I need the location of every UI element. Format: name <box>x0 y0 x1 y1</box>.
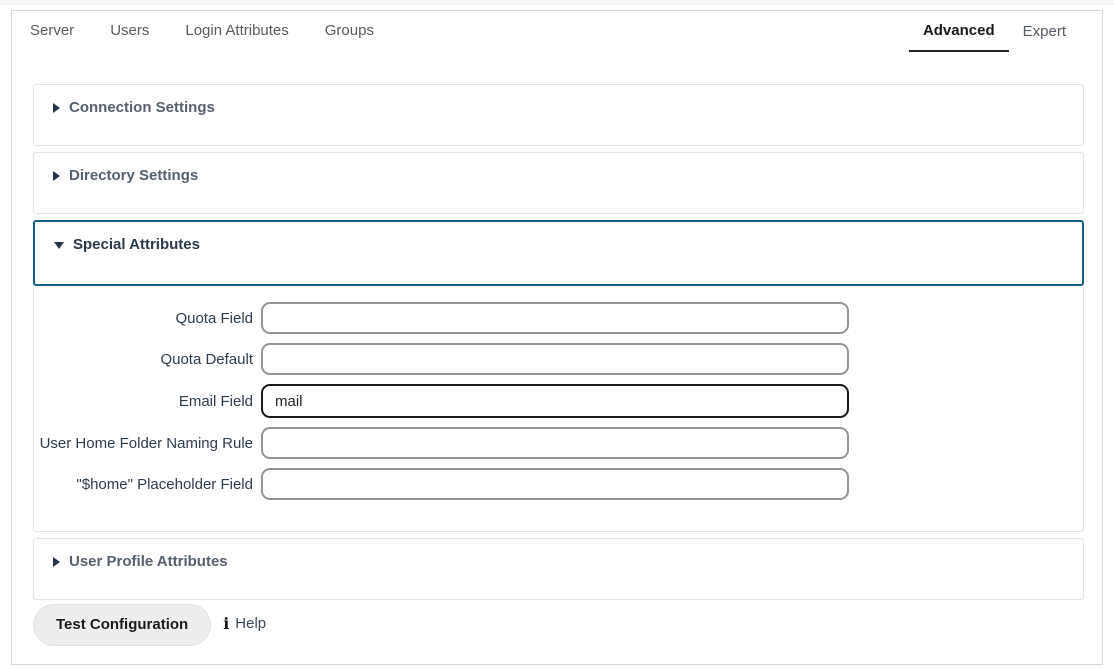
label-home-placeholder-field: "$home" Placeholder Field <box>76 475 253 493</box>
label-user-home-folder-naming-rule: User Home Folder Naming Rule <box>39 434 253 452</box>
mode-tabs: Advanced Expert <box>908 11 1080 52</box>
footer-actions: Test Configuration i Help <box>33 604 266 646</box>
section-title: Special Attributes <box>73 236 200 253</box>
section-connection-settings[interactable]: Connection Settings <box>33 84 1084 146</box>
form-row-home-placeholder-field: "$home" Placeholder Field <box>34 468 1083 500</box>
section-header[interactable]: User Profile Attributes <box>34 539 1083 574</box>
test-configuration-button[interactable]: Test Configuration <box>33 604 212 646</box>
form-row-quota-field: Quota Field <box>34 302 1083 334</box>
label-quota-default: Quota Default <box>160 350 253 368</box>
home-placeholder-field-input[interactable] <box>261 468 849 500</box>
tab-expert[interactable]: Expert <box>1022 23 1066 40</box>
primary-tabs: Server Users Login Attributes Groups <box>12 11 392 51</box>
quota-field-input[interactable] <box>261 302 849 334</box>
section-title: User Profile Attributes <box>69 553 228 570</box>
label-email-field: Email Field <box>178 392 253 410</box>
section-header[interactable]: Directory Settings <box>34 153 1083 188</box>
section-title: Connection Settings <box>69 99 215 116</box>
help-link-label: Help <box>235 615 267 632</box>
viewport-top-band <box>0 0 1114 5</box>
tab-groups[interactable]: Groups <box>324 22 374 39</box>
tab-bar: Server Users Login Attributes Groups Adv… <box>12 11 1080 53</box>
quota-default-input[interactable] <box>261 343 849 375</box>
special-attributes-form: Quota Field Quota Default Email Field Us… <box>33 286 1084 532</box>
help-link[interactable]: i Help <box>223 615 266 635</box>
section-title: Directory Settings <box>69 167 199 184</box>
section-user-profile-attributes[interactable]: User Profile Attributes <box>33 538 1084 600</box>
tab-server[interactable]: Server <box>30 22 75 39</box>
container-bottom-divider <box>11 664 1103 665</box>
info-icon: i <box>223 614 230 633</box>
chevron-right-icon <box>53 103 60 113</box>
form-row-quota-default: Quota Default <box>34 343 1083 375</box>
section-directory-settings[interactable]: Directory Settings <box>33 152 1084 214</box>
section-special-attributes[interactable]: Special Attributes <box>33 220 1084 286</box>
chevron-right-icon <box>53 171 60 181</box>
chevron-down-icon <box>54 241 64 249</box>
tab-users[interactable]: Users <box>110 22 150 39</box>
form-row-email-field: Email Field <box>34 384 1083 418</box>
settings-sections: Connection Settings Directory Settings S… <box>33 84 1084 606</box>
tab-advanced[interactable]: Advanced <box>908 11 1009 52</box>
section-header[interactable]: Special Attributes <box>35 222 1082 257</box>
tab-login-attributes[interactable]: Login Attributes <box>185 22 289 39</box>
email-field-input[interactable] <box>261 384 849 418</box>
label-quota-field: Quota Field <box>175 309 253 327</box>
section-header[interactable]: Connection Settings <box>34 85 1083 120</box>
chevron-right-icon <box>53 557 60 567</box>
user-home-folder-naming-rule-input[interactable] <box>261 427 849 459</box>
form-row-user-home-folder-naming-rule: User Home Folder Naming Rule <box>34 427 1083 459</box>
